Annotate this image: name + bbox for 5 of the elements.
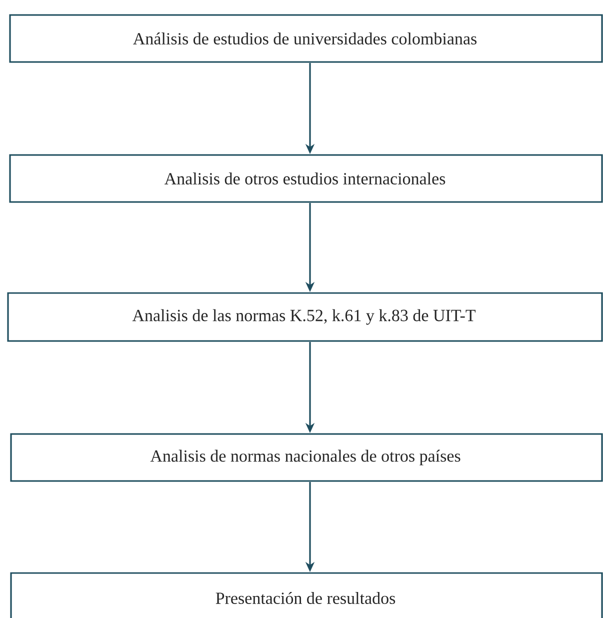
process-box: Analisis de otros estudios internacionales <box>9 154 603 203</box>
process-box: Analisis de normas nacionales de otros países <box>10 433 603 482</box>
process-box: Analisis de las normas K.52, k.61 y k.83 de UIT-T <box>7 292 603 342</box>
process-box: Presentación de resultados <box>10 572 603 618</box>
process-box: Análisis de estudios de universidades colombianas <box>9 14 603 63</box>
